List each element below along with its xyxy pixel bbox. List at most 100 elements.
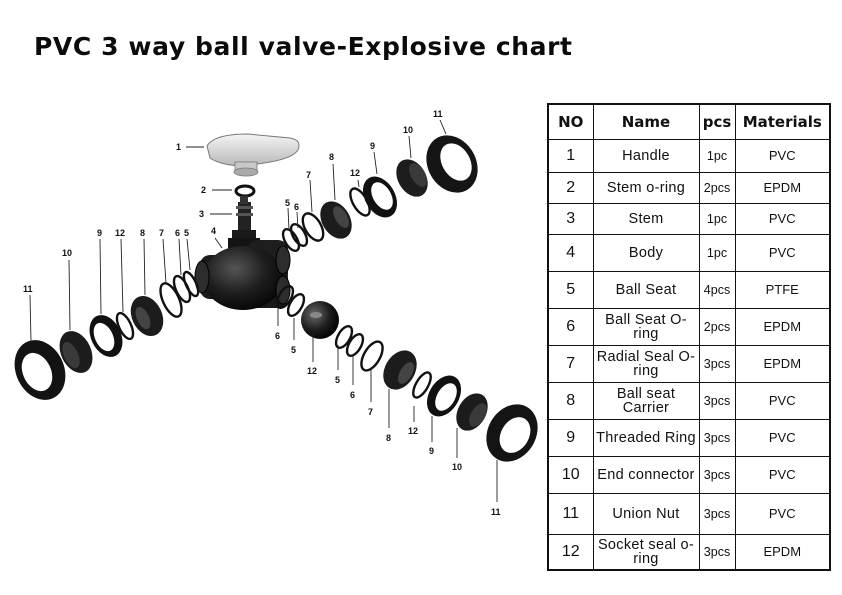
part-material: PVC [734, 203, 831, 235]
handle-part [206, 133, 300, 177]
callout-lr-12a: 12 [307, 366, 317, 376]
part-material: PVC [734, 456, 831, 494]
callout-body-4: 4 [211, 226, 216, 236]
lower-right-branch [275, 284, 538, 462]
ball-part [301, 301, 339, 339]
part-name: Threaded Ring [592, 419, 700, 457]
part-material: PVC [734, 234, 831, 272]
part-name: Stem [592, 203, 700, 235]
part-material: EPDM [734, 172, 831, 204]
callout-ur-9: 9 [370, 141, 375, 151]
callout-ur-5: 5 [285, 198, 290, 208]
callout-left-10: 10 [62, 248, 72, 258]
callout-left-6: 6 [175, 228, 180, 238]
callout-lr-9: 9 [429, 446, 434, 456]
body-part [194, 238, 291, 310]
callout-left-7: 7 [159, 228, 164, 238]
stem-o-ring-part [234, 184, 256, 198]
row-number: 12 [547, 534, 594, 570]
page-title: PVC 3 way ball valve-Explosive chart [34, 32, 573, 61]
callout-lr-7: 7 [368, 407, 373, 417]
callout-left-5: 5 [184, 228, 189, 238]
callout-top-3: 3 [199, 209, 204, 219]
part-pcs: 4pcs [698, 271, 736, 309]
row-number: 1 [547, 139, 594, 173]
part-pcs: 3pcs [698, 493, 736, 535]
part-material: PVC [734, 419, 831, 457]
callout-labels: 1 2 3 4 5 6 7 8 12 9 10 11 5 6 7 8 12 9 … [23, 109, 501, 517]
callout-top-2: 2 [201, 185, 206, 195]
row-number: 2 [547, 172, 594, 204]
part-material: EPDM [734, 534, 831, 570]
part-pcs: 2pcs [698, 172, 736, 204]
callout-ur-7: 7 [306, 170, 311, 180]
callout-ur-12: 12 [350, 168, 360, 178]
part-pcs: 3pcs [698, 345, 736, 383]
header-pcs: pcs [698, 103, 736, 140]
part-material: EPDM [734, 345, 831, 383]
part-name: Union Nut [592, 493, 700, 535]
callout-left-8: 8 [140, 228, 145, 238]
callout-ur-8: 8 [329, 152, 334, 162]
callout-lr-12b: 12 [408, 426, 418, 436]
part-name: Radial Seal O-ring [592, 345, 700, 383]
callout-lr-6a: 6 [275, 331, 280, 341]
callout-top-1: 1 [176, 142, 181, 152]
part-name: Socket seal o-ring [592, 534, 700, 570]
row-number: 3 [547, 203, 594, 235]
part-name: End connector [592, 456, 700, 494]
header-materials: Materials [734, 103, 831, 140]
row-number: 9 [547, 419, 594, 457]
row-number: 4 [547, 234, 594, 272]
row-number: 7 [547, 345, 594, 383]
part-pcs: 3pcs [698, 456, 736, 494]
callout-ur-6: 6 [294, 202, 299, 212]
header-name: Name [592, 103, 700, 140]
part-material: PVC [734, 382, 831, 420]
part-pcs: 1pc [698, 139, 736, 173]
part-name: Ball Seat [592, 271, 700, 309]
callout-lr-10: 10 [452, 462, 462, 472]
part-material: EPDM [734, 308, 831, 346]
part-pcs: 1pc [698, 234, 736, 272]
part-material: PVC [734, 493, 831, 535]
callout-lr-8: 8 [386, 433, 391, 443]
part-pcs: 1pc [698, 203, 736, 235]
part-pcs: 3pcs [698, 382, 736, 420]
upper-right-branch [281, 135, 478, 253]
exploded-view-diagram: 1 2 3 4 5 6 7 8 12 9 10 11 5 6 7 8 12 9 … [14, 109, 538, 517]
callout-lr-6b: 6 [350, 390, 355, 400]
row-number: 5 [547, 271, 594, 309]
part-name: Ball seat Carrier [592, 382, 700, 420]
part-name: Body [592, 234, 700, 272]
part-material: PVC [734, 139, 831, 173]
callout-lr-5a: 5 [291, 345, 296, 355]
callout-lr-11: 11 [491, 507, 501, 517]
table-header-row: NO Name pcs Materials [547, 103, 831, 140]
row-number: 10 [547, 456, 594, 494]
part-pcs: 2pcs [698, 308, 736, 346]
header-no: NO [547, 103, 594, 140]
callout-left-11: 11 [23, 284, 33, 294]
callout-left-9: 9 [97, 228, 102, 238]
part-name: Ball Seat O-ring [592, 308, 700, 346]
row-number: 11 [547, 493, 594, 535]
left-branch [14, 270, 200, 400]
leader-lines [29, 119, 498, 502]
part-name: Handle [592, 139, 700, 173]
callout-lr-5b: 5 [335, 375, 340, 385]
row-number: 8 [547, 382, 594, 420]
callout-ur-11: 11 [433, 109, 443, 119]
